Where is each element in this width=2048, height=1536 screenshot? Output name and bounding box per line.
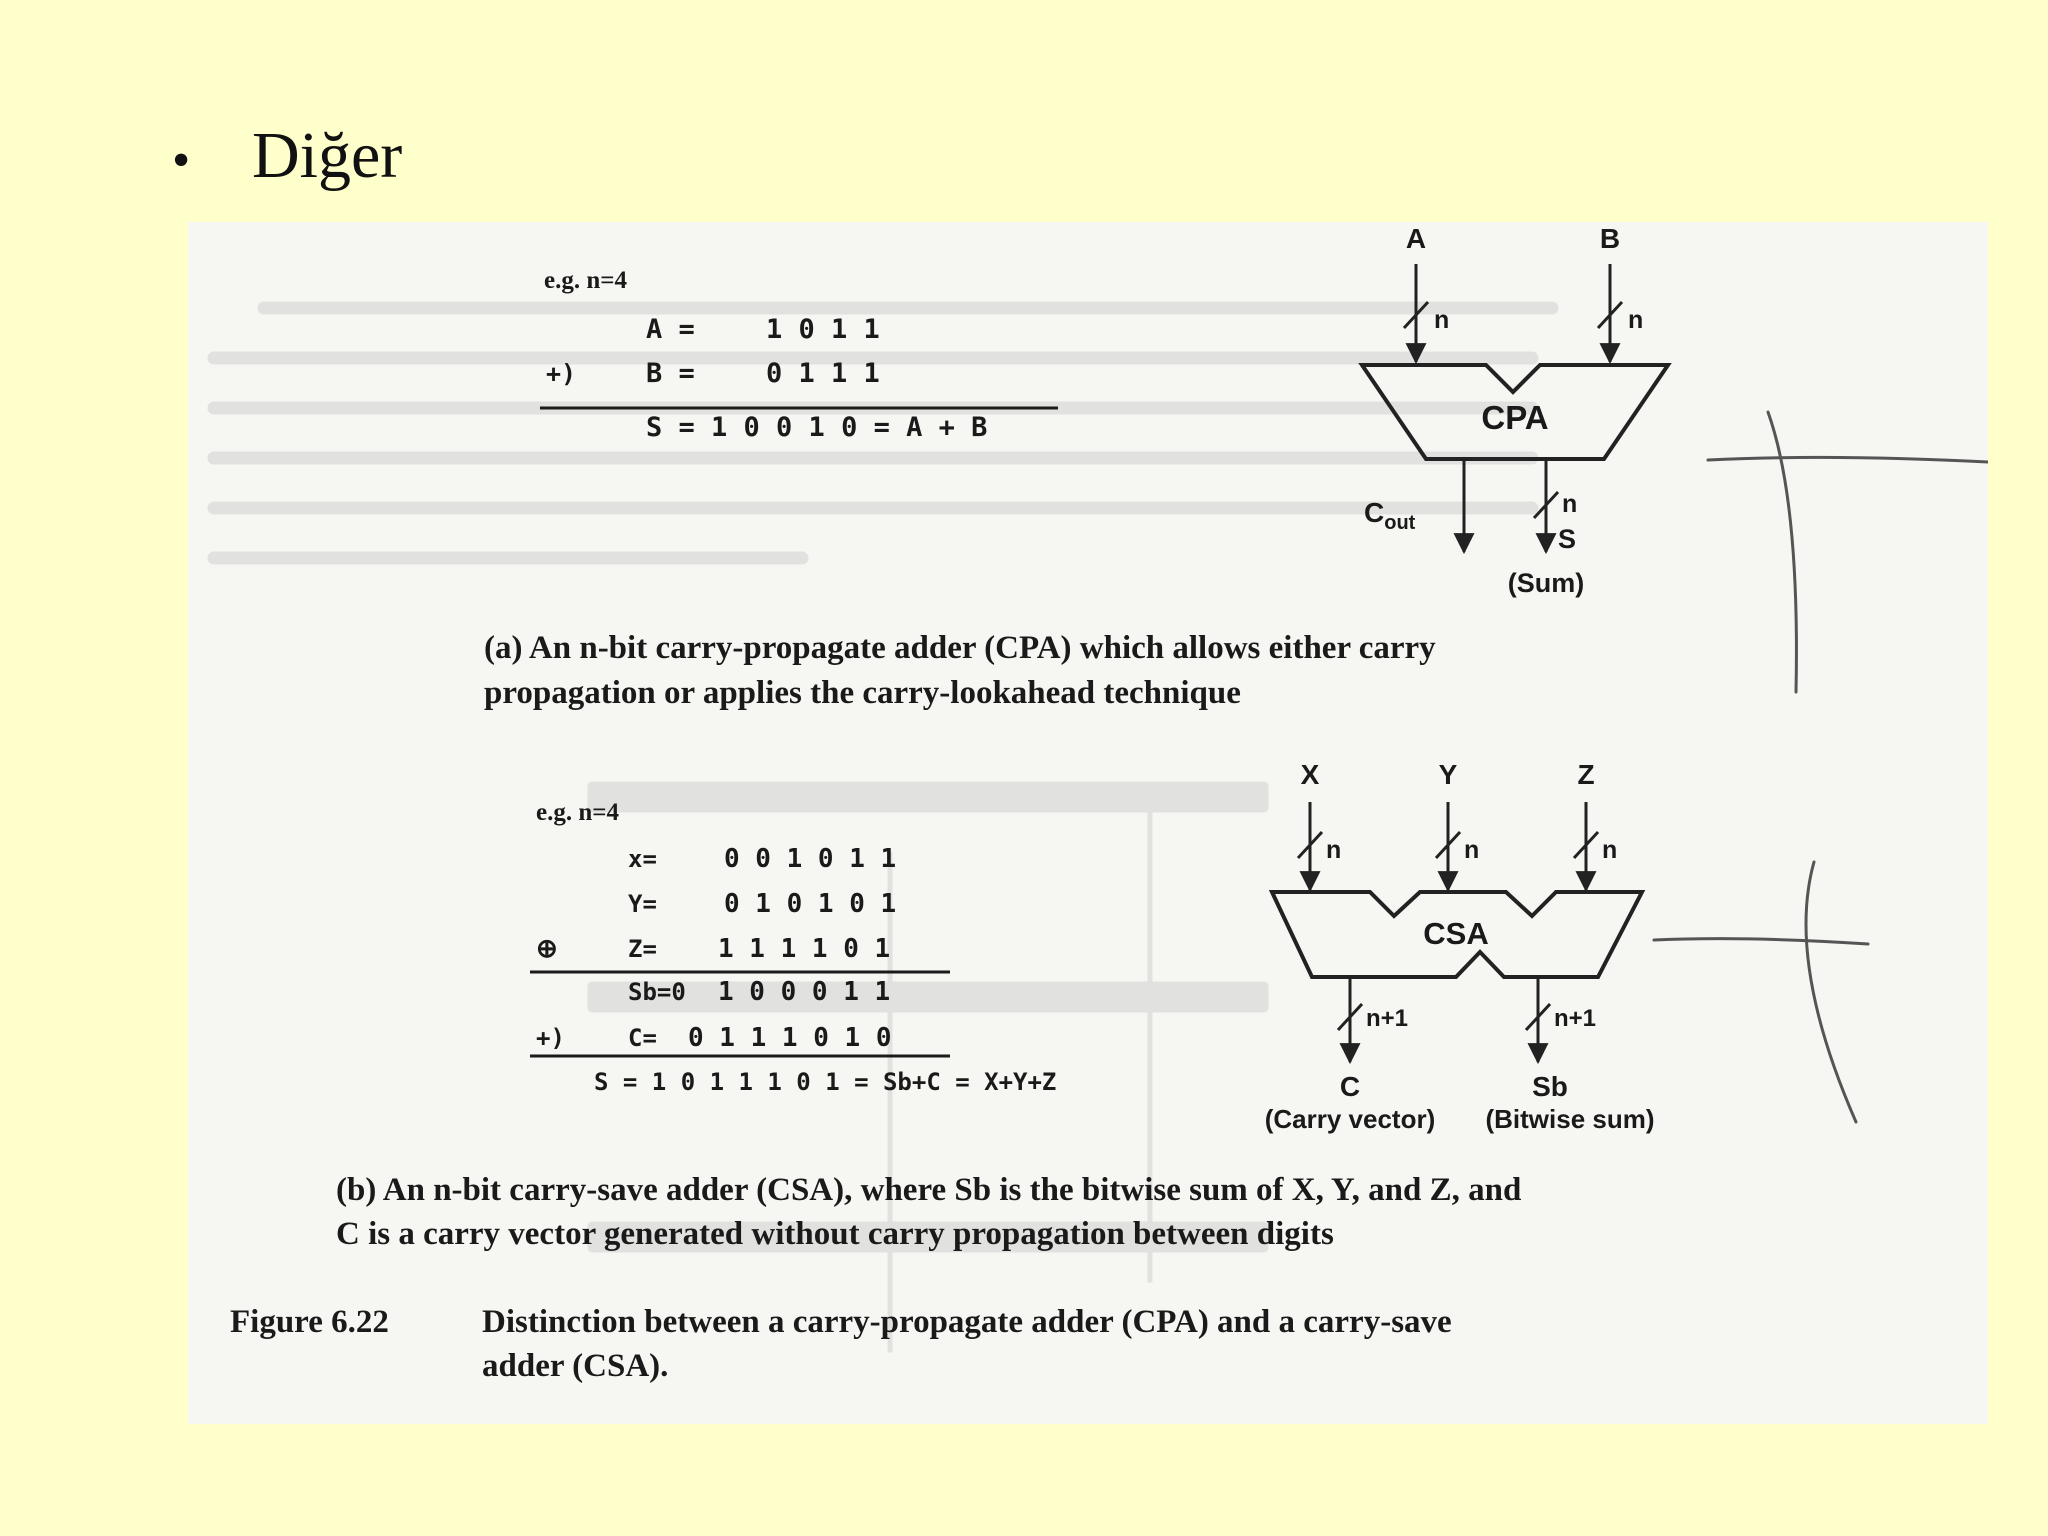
cpa-eg-label: e.g. n=4 (544, 267, 627, 294)
cpa-a-width-tick (1402, 300, 1430, 330)
show-through-background (207, 301, 1559, 1353)
csa-plus-sign: +) (536, 1024, 565, 1052)
cpa-input-a: A (1406, 223, 1426, 254)
cpa-a-label: A = (646, 314, 695, 345)
csa-y-width: n (1464, 836, 1479, 864)
csa-c-caption: (Carry vector) (1265, 1104, 1436, 1134)
pencil-mark-2 (1706, 455, 1988, 464)
cpa-a-value: 1 0 1 1 (766, 314, 880, 345)
csa-xor-sign: ⊕ (536, 933, 558, 963)
csa-x-width-tick (1296, 830, 1324, 860)
cpa-a-width: n (1434, 306, 1449, 334)
scanned-figure: e.g. n=4 A = 1 0 1 1 +) B = 0 1 1 1 S = … (188, 222, 1988, 1424)
csa-input-y: Y (1439, 759, 1458, 790)
pencil-mark-1 (1766, 410, 1798, 694)
cpa-b-value: 0 1 1 1 (766, 358, 880, 389)
cpa-s-label: S (1558, 524, 1576, 554)
figure-caption: Figure 6.22 Distinction between a carry-… (230, 1304, 1452, 1384)
csa-z-label: Z= (628, 935, 657, 963)
csa-eg-label: e.g. n=4 (536, 799, 619, 826)
cpa-cout-sub: out (1384, 512, 1415, 534)
csa-x-label: x= (628, 845, 657, 873)
csa-y-value: 0 1 0 1 0 1 (724, 889, 896, 919)
csa-c-width-tick (1336, 1002, 1364, 1032)
figure-caption-line2: adder (CSA). (482, 1348, 668, 1384)
csa-x-value: 0 0 1 0 1 1 (724, 844, 896, 874)
figure-caption-line1: Distinction between a carry-propagate ad… (482, 1304, 1452, 1340)
pencil-mark-3 (1804, 860, 1858, 1124)
cpa-s-width: n (1562, 490, 1577, 518)
cpa-cout-label: Cout (1364, 497, 1416, 534)
caption-b: (b) An n-bit carry-save adder (CSA), whe… (336, 1172, 1521, 1252)
csa-z-width: n (1602, 836, 1617, 864)
csa-z-width-tick (1572, 830, 1600, 860)
csa-sb-value: 1 0 0 0 1 1 (718, 977, 890, 1007)
cpa-cout-main: C (1364, 497, 1384, 528)
cpa-s-width-tick (1532, 490, 1560, 520)
cpa-block-shape (1358, 363, 1672, 461)
csa-z-value: 1 1 1 1 0 1 (718, 934, 890, 964)
cpa-block-diagram: A B n n CPA n Cout S (Sum) (1358, 223, 1672, 598)
cpa-input-b: B (1600, 223, 1620, 254)
csa-c-label: C (1340, 1071, 1360, 1102)
cpa-b-width: n (1628, 306, 1643, 334)
pencil-annotations (1652, 410, 1988, 1124)
csa-y-label: Y= (628, 890, 657, 918)
csa-sb-width: n+1 (1554, 1005, 1596, 1032)
csa-c-label: C= (628, 1024, 657, 1052)
csa-sb-caption: (Bitwise sum) (1485, 1104, 1654, 1134)
caption-a-line1: (a) An n-bit carry-propagate adder (CPA)… (484, 630, 1436, 666)
csa-input-z: Z (1577, 759, 1594, 790)
csa-sb-label: Sb (1532, 1071, 1568, 1102)
cpa-example: e.g. n=4 A = 1 0 1 1 +) B = 0 1 1 1 S = … (540, 267, 1058, 443)
caption-a-line2: propagation or applies the carry-lookahe… (484, 675, 1241, 711)
slide-bullet: • Diğer (172, 118, 402, 194)
slide-title: Diğer (252, 119, 403, 192)
pencil-mark-4 (1652, 937, 1870, 946)
cpa-plus-sign: +) (546, 359, 576, 388)
figure-drawing: e.g. n=4 A = 1 0 1 1 +) B = 0 1 1 1 S = … (207, 223, 1988, 1384)
caption-a: (a) An n-bit carry-propagate adder (CPA)… (484, 630, 1436, 711)
csa-block-diagram: X Y Z n n n CSA n+1 n+1 C Sb (Carry vect… (1265, 759, 1655, 1134)
cpa-block-name: CPA (1481, 399, 1548, 436)
csa-c-width: n+1 (1366, 1005, 1408, 1032)
csa-input-x: X (1301, 759, 1320, 790)
figure-caption-label: Figure 6.22 (230, 1304, 389, 1340)
cpa-b-label: B = (646, 358, 695, 389)
caption-b-line2: C is a carry vector generated without ca… (336, 1216, 1334, 1252)
csa-block-name: CSA (1423, 916, 1488, 951)
csa-x-width: n (1326, 836, 1341, 864)
caption-b-line1: (b) An n-bit carry-save adder (CSA), whe… (336, 1172, 1521, 1208)
csa-block-shape (1268, 890, 1646, 979)
cpa-b-width-tick (1596, 300, 1624, 330)
cpa-s-caption: (Sum) (1508, 568, 1585, 598)
csa-s-line: S = 1 0 1 1 1 0 1 = Sb+C = X+Y+Z (594, 1068, 1056, 1096)
bullet-dot: • (172, 132, 191, 189)
csa-y-width-tick (1434, 830, 1462, 860)
cpa-sum-line: S = 1 0 0 1 0 = A + B (646, 412, 987, 443)
csa-example: e.g. n=4 x= 0 0 1 0 1 1 Y= 0 1 0 1 0 1 ⊕… (530, 799, 1056, 1096)
csa-c-value: 0 1 1 1 0 1 0 (688, 1023, 892, 1053)
csa-sb-label: Sb=0 (628, 978, 686, 1006)
csa-sb-width-tick (1524, 1002, 1552, 1032)
